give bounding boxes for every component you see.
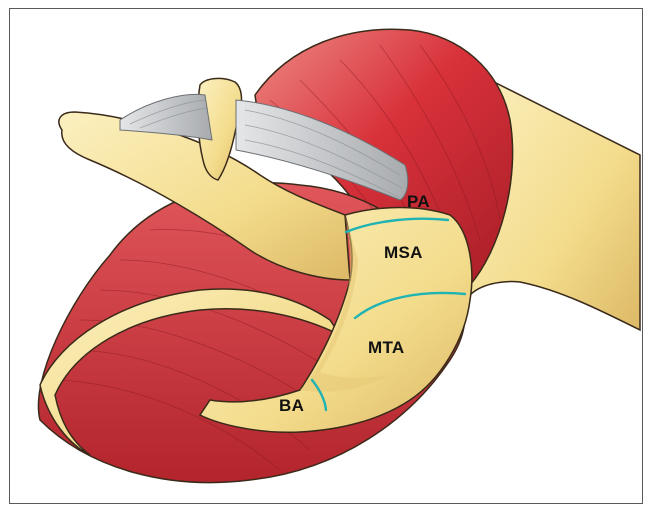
label-ba: BA [279,397,304,414]
label-msa: MSA [384,244,423,261]
label-pa: PA [407,193,430,210]
label-mta: MTA [368,339,404,356]
